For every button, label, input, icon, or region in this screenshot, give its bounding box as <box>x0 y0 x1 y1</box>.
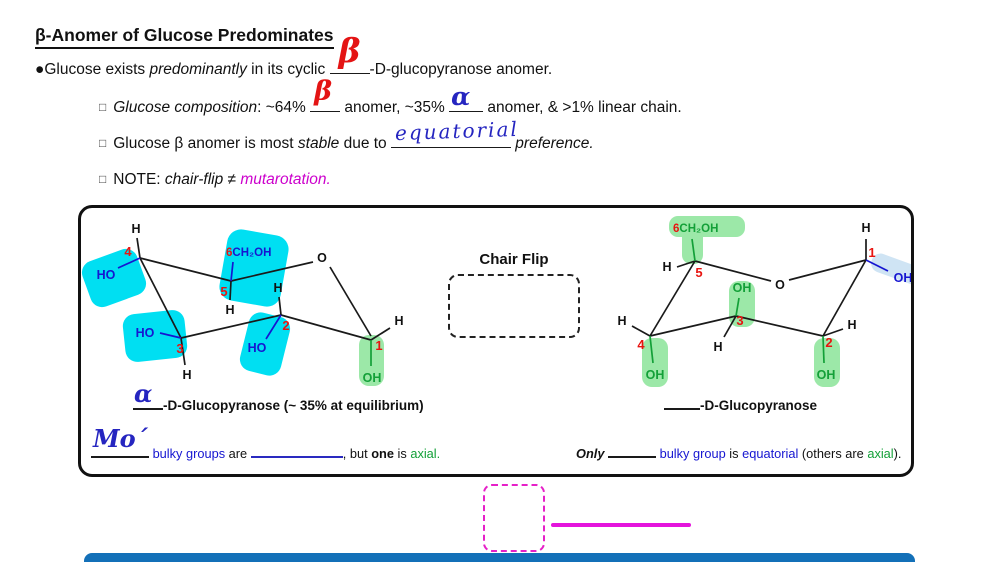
square-bullet-icon: □ <box>99 100 107 114</box>
square-bullet-icon: □ <box>99 172 107 186</box>
handwritten-equatorial: equatorial <box>394 116 520 146</box>
h-label: H <box>662 260 671 274</box>
ho-label: HO <box>248 341 267 355</box>
cyan-highlight <box>219 229 289 307</box>
ring-oxygen-label: O <box>775 278 785 292</box>
ring-number-1: 1 <box>375 338 382 353</box>
flipped-structure-label: -D-Glucopyranose <box>664 398 817 413</box>
answer-blank-one <box>608 452 657 458</box>
ring-number-1: 1 <box>868 245 875 260</box>
ring-oxygen-label: O <box>317 251 327 265</box>
alpha-structure-highlights <box>81 229 384 386</box>
ring-number-3: 3 <box>176 341 183 356</box>
ring-number-5: 5 <box>695 265 702 280</box>
h-label: H <box>713 340 722 354</box>
ring-number-4: 4 <box>124 244 132 259</box>
h-label: H <box>131 222 140 236</box>
answer-blank-equatorial-2 <box>250 452 343 458</box>
ring-number-2: 2 <box>282 318 289 333</box>
cyan-highlight <box>122 310 188 362</box>
alpha-blue-bonds <box>117 257 282 340</box>
green-highlight <box>814 338 840 387</box>
answer-blank-equatorial: equatorial <box>391 117 519 148</box>
oh-label: OH <box>733 281 752 295</box>
chair-flip-answer-box <box>448 274 580 338</box>
bullet-line-2: □Glucose composition: ~64% β anomer, ~35… <box>99 76 682 116</box>
handwritten-alpha: α <box>451 82 471 111</box>
oh-label: OH <box>646 368 665 382</box>
answer-blank-64pct: β <box>310 78 341 112</box>
flipped-oh-labels: OH OH OH <box>646 281 836 382</box>
flipped-green-bonds <box>649 238 825 364</box>
ring-number-5: 5 <box>220 284 227 299</box>
chair-flip-label: Chair Flip <box>479 251 549 268</box>
oh-label: OH <box>817 368 836 382</box>
cyan-highlight <box>239 312 291 376</box>
handwritten-alpha-label: α <box>134 379 153 408</box>
flipped-structure-highlights <box>642 216 926 387</box>
ring-number-2: 2 <box>825 335 832 350</box>
h-label: H <box>847 318 856 332</box>
ring-number-4: 4 <box>637 337 645 352</box>
handwritten-beta-2: β <box>314 76 333 107</box>
h-label: H <box>394 314 403 328</box>
alpha-atom-labels: H H H H H O <box>131 222 403 382</box>
handwritten-beta: β <box>338 31 361 70</box>
bottom-blue-bar <box>84 553 915 562</box>
mutarotation-term: mutarotation. <box>240 171 331 188</box>
h-label: H <box>861 221 870 235</box>
alpha-structure-label: α-D-Glucopyranose (~ 35% at equilibrium) <box>133 379 424 413</box>
bullet-line-1: ●Glucose exists predominantly in its cyc… <box>35 31 553 78</box>
h-label: H <box>225 303 234 317</box>
answer-blank-anomer: β <box>329 34 370 74</box>
square-bullet-icon: □ <box>99 136 107 150</box>
answer-blank-most: Mo´ <box>91 427 149 458</box>
handwritten-most: Mo´ <box>93 424 148 453</box>
alpha-oh-labels: HO HO HO <box>97 268 267 355</box>
answer-blank-name <box>664 404 700 410</box>
h-label: H <box>617 314 626 328</box>
ho-label: HO <box>136 326 155 340</box>
h-label: H <box>182 368 191 382</box>
ring-number-3: 3 <box>736 313 743 328</box>
page-title: β-Anomer of Glucose Predominates <box>35 25 334 49</box>
flipped-ring-numbers: 5 1 3 4 2 <box>637 245 875 352</box>
green-highlight <box>642 338 668 387</box>
bullet-dot-icon: ● <box>35 61 45 78</box>
chair-structures: H H H H H O HO HO HO OH 6CH₂OH 4 5 2 <box>81 216 926 387</box>
magenta-dashed-annotation-box <box>483 484 545 552</box>
answer-blank-35pct: α <box>449 84 484 112</box>
bullet-line-4: □NOTE: chair-flip ≠ mutarotation. <box>99 171 331 188</box>
magenta-annotation-line <box>551 523 691 527</box>
h-label: H <box>273 281 282 295</box>
c6-ch2oh-label: 6CH₂OH <box>673 223 718 235</box>
alpha-ring-bonds <box>136 237 391 366</box>
bullet-line-3: □Glucose β anomer is most stable due to … <box>99 116 594 152</box>
flipped-c1-oh-bond <box>865 259 889 272</box>
c6-ch2oh-label: 6CH₂OH <box>226 247 271 259</box>
diagram-box: H H H H H O HO HO HO OH 6CH₂OH 4 5 2 <box>78 205 926 477</box>
flipped-atom-labels: H H H H H O <box>617 221 870 354</box>
answer-blank-alpha: α <box>133 382 163 410</box>
alpha-structure-caption: Mo´ bulky groups are , but one is axial. <box>91 424 441 461</box>
anomeric-oh-label: OH <box>894 271 911 285</box>
flipped-structure-caption: Only bulky group is equatorial (others a… <box>576 446 902 461</box>
flipped-ring-bonds <box>631 239 867 338</box>
alpha-ring-numbers: 4 5 2 3 1 <box>124 244 382 356</box>
ho-label: HO <box>97 268 116 282</box>
anomeric-oh-label: OH <box>363 371 382 385</box>
